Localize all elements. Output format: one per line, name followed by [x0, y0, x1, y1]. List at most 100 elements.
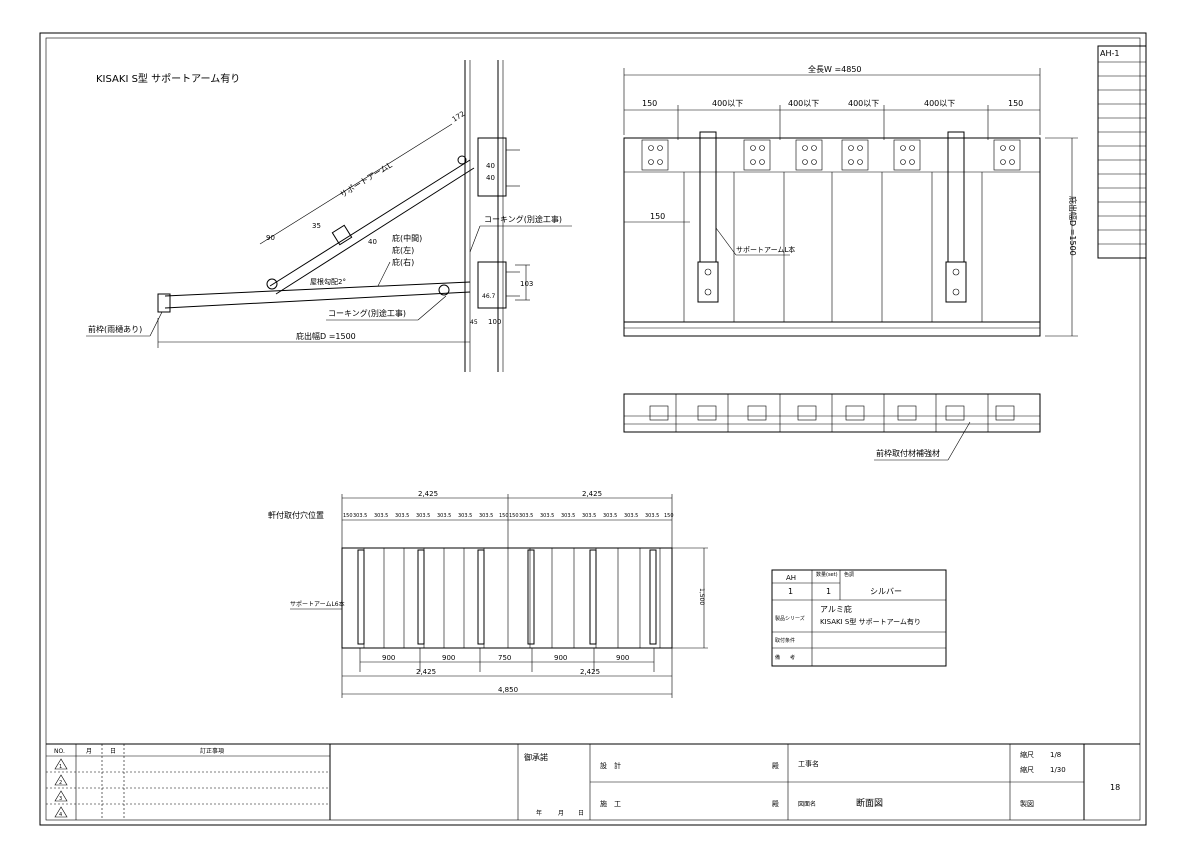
svg-text:900: 900 — [442, 654, 455, 662]
svg-text:2,425: 2,425 — [416, 668, 436, 676]
svg-text:400以下: 400以下 — [924, 99, 955, 108]
svg-text:172: 172 — [451, 110, 467, 124]
drawing-name: 断面図 — [856, 797, 883, 809]
svg-text:303.5: 303.5 — [582, 513, 596, 519]
svg-text:46.7: 46.7 — [482, 293, 496, 300]
svg-text:縮尺: 縮尺 — [1020, 750, 1034, 759]
svg-text:1,500: 1,500 — [698, 588, 705, 605]
svg-text:4,850: 4,850 — [498, 686, 518, 694]
svg-text:2: 2 — [59, 780, 62, 786]
svg-text:訂正事項: 訂正事項 — [200, 747, 224, 755]
svg-text:1: 1 — [826, 587, 831, 596]
svg-text:年: 年 — [536, 809, 542, 817]
plan-brackets — [641, 139, 1021, 171]
page-number: 18 — [1110, 783, 1120, 792]
svg-text:303.5: 303.5 — [353, 513, 367, 519]
svg-text:900: 900 — [382, 654, 395, 662]
outer-border — [39, 32, 1147, 826]
lower-bracket — [477, 261, 507, 309]
svg-text:前枠(雨樋あり): 前枠(雨樋あり) — [88, 324, 142, 334]
eave-top — [164, 281, 471, 297]
svg-text:303.5: 303.5 — [374, 513, 388, 519]
svg-text:150: 150 — [664, 513, 674, 519]
svg-text:製図: 製図 — [1020, 799, 1034, 808]
svg-text:日: 日 — [110, 748, 116, 755]
svg-text:400以下: 400以下 — [788, 99, 819, 108]
svg-text:取付条件: 取付条件 — [775, 637, 795, 644]
small-dims: 150 303.5 303.5 303.5 303.5 303.5 303.5 … — [343, 513, 674, 519]
svg-text:庇(左): 庇(左) — [392, 245, 414, 255]
svg-text:40: 40 — [486, 162, 495, 170]
svg-text:100: 100 — [488, 318, 501, 326]
svg-text:AH: AH — [786, 574, 796, 582]
svg-text:1: 1 — [59, 764, 62, 770]
svg-text:150: 150 — [1008, 99, 1023, 108]
svg-text:303.5: 303.5 — [603, 513, 617, 519]
svg-text:KISAKI S型 サポートアーム有り: KISAKI S型 サポートアーム有り — [820, 617, 921, 626]
svg-text:サポートアームL6本: サポートアームL6本 — [290, 600, 345, 608]
svg-text:1: 1 — [788, 587, 793, 596]
plan-outline — [623, 137, 1041, 337]
svg-text:900: 900 — [616, 654, 629, 662]
svg-text:150: 150 — [499, 513, 509, 519]
svg-text:屋根勾配2°: 屋根勾配2° — [310, 277, 346, 286]
svg-text:303.5: 303.5 — [540, 513, 554, 519]
product-info-table: AH 数量(set) 色調 1 1 シルバー 製品シリーズ アルミ庇 KISAK… — [771, 569, 947, 667]
plan-view: 全長W =4850 150 400以下 400以下 400以下 400以下 15… — [623, 64, 1078, 337]
svg-text:303.5: 303.5 — [624, 513, 638, 519]
depth-dim: 庇出幅D =1500 — [296, 331, 356, 341]
section-view: KISAKI S型 サポートアーム有り 40 40 103 100 45 46.… — [86, 60, 572, 372]
svg-text:35: 35 — [312, 222, 321, 230]
svg-text:製品シリーズ: 製品シリーズ — [775, 615, 805, 622]
svg-text:1/30: 1/30 — [1050, 766, 1066, 774]
svg-text:設 計: 設 計 — [600, 761, 621, 770]
svg-text:150: 150 — [509, 513, 519, 519]
plan-support-arms — [697, 131, 967, 303]
svg-text:殿: 殿 — [772, 800, 779, 808]
inner-border — [45, 37, 1141, 821]
svg-text:303.5: 303.5 — [519, 513, 533, 519]
svg-text:150: 150 — [650, 212, 665, 221]
front-frame — [157, 293, 171, 313]
svg-text:色調: 色調 — [844, 571, 854, 578]
svg-text:殿: 殿 — [772, 762, 779, 770]
svg-text:400以下: 400以下 — [712, 99, 743, 108]
svg-text:前枠取付材補強材: 前枠取付材補強材 — [876, 448, 940, 458]
svg-text:2,425: 2,425 — [582, 490, 602, 498]
sheet-tag: AH-1 — [1100, 49, 1119, 58]
svg-text:303.5: 303.5 — [479, 513, 493, 519]
svg-text:303.5: 303.5 — [561, 513, 575, 519]
svg-text:備 考: 備 考 — [775, 654, 795, 661]
svg-text:40: 40 — [486, 174, 495, 182]
svg-text:303.5: 303.5 — [645, 513, 659, 519]
svg-text:1/8: 1/8 — [1050, 751, 1061, 759]
svg-text:縮尺: 縮尺 — [1020, 765, 1034, 774]
svg-text:400以下: 400以下 — [848, 99, 879, 108]
svg-text:150: 150 — [343, 513, 353, 519]
svg-text:図面名: 図面名 — [798, 800, 816, 808]
svg-text:3: 3 — [59, 796, 62, 802]
svg-text:アルミ庇: アルミ庇 — [820, 604, 852, 614]
plan-total-width: 全長W =4850 — [808, 64, 862, 74]
svg-text:150: 150 — [642, 99, 657, 108]
section-title: KISAKI S型 サポートアーム有り — [96, 72, 240, 85]
svg-text:303.5: 303.5 — [416, 513, 430, 519]
front-view: 前枠取付材補強材 — [623, 393, 1041, 461]
support-arm — [269, 159, 471, 287]
upper-bracket — [477, 137, 507, 197]
svg-text:303.5: 303.5 — [395, 513, 409, 519]
svg-text:コーキング(別途工事): コーキング(別途工事) — [328, 308, 406, 318]
svg-text:月: 月 — [558, 810, 564, 817]
hole-arm-markers — [357, 549, 657, 645]
hole-plan-outline — [341, 547, 673, 649]
support-arm-label: サポートアームL — [338, 160, 394, 200]
hole-position-view: 軒付取付穴位置 2,425 2,425 150 303.5 303.5 303.… — [268, 490, 708, 698]
svg-text:数量(set): 数量(set) — [816, 571, 838, 578]
svg-text:月: 月 — [86, 748, 92, 755]
svg-text:サポートアームL本: サポートアームL本 — [736, 245, 795, 254]
svg-text:NO.: NO. — [54, 748, 65, 755]
svg-text:庇(右): 庇(右) — [392, 257, 414, 267]
sheet-tag-stack: AH-1 — [1097, 45, 1147, 259]
svg-text:900: 900 — [554, 654, 567, 662]
